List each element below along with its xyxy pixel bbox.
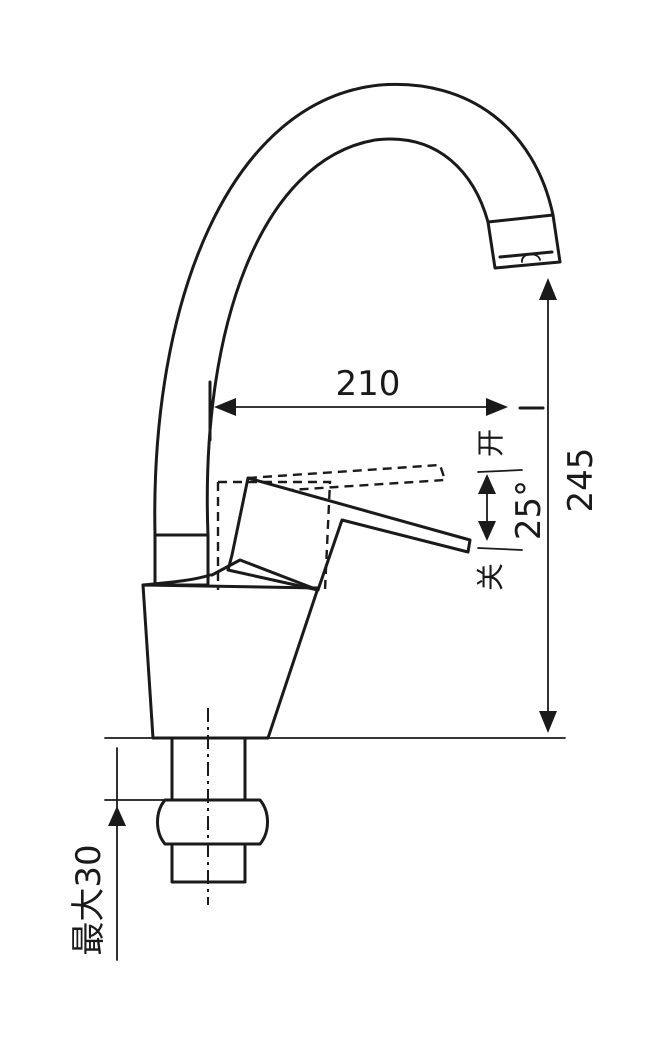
max-thickness-dimension: 最大30 xyxy=(69,747,173,961)
faucet-spout xyxy=(153,82,562,537)
lever-angle-value: 25° xyxy=(509,480,549,540)
lever-closed-label: 关 xyxy=(474,563,507,591)
mounting-shank xyxy=(156,736,269,884)
lever-angle-dimension: 25° 开 关 xyxy=(474,429,549,591)
reach-dimension: 210 xyxy=(208,364,545,442)
lever-closed xyxy=(210,476,472,592)
lever-open-label: 开 xyxy=(474,429,507,457)
height-dimension: 245 xyxy=(539,278,601,733)
max-thickness-value: 最大30 xyxy=(69,844,109,955)
lever-open xyxy=(247,463,447,492)
faucet-body xyxy=(141,573,320,740)
reach-value: 210 xyxy=(336,364,401,404)
height-value: 245 xyxy=(561,448,601,513)
